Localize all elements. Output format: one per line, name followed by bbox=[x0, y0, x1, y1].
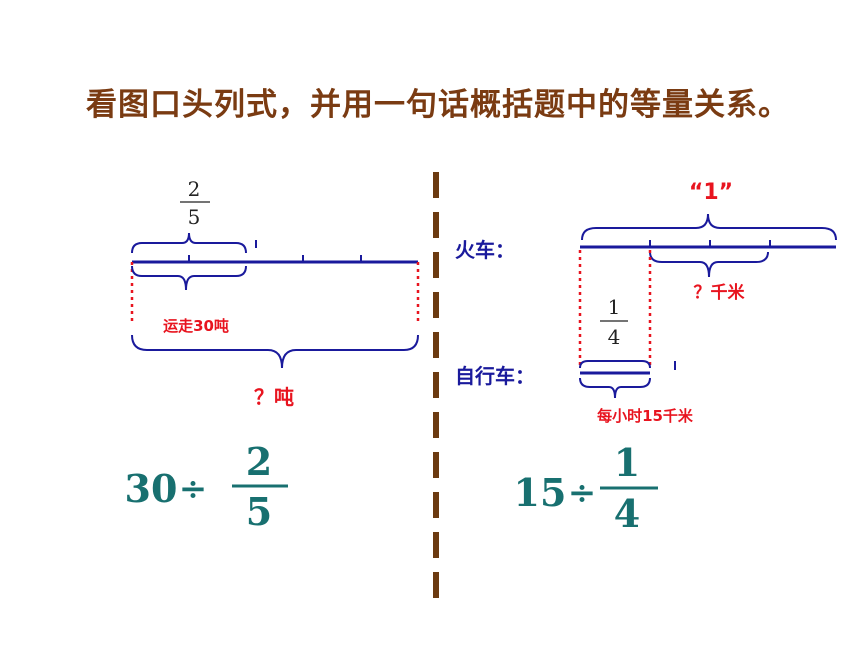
left-fraction-denominator: 5 bbox=[188, 205, 201, 229]
right-expression-numerator: 1 bbox=[614, 440, 640, 485]
left-fraction-numerator: 2 bbox=[188, 177, 201, 201]
left-total-label: ？吨 bbox=[254, 385, 294, 409]
problem-title: 看图口头列式，并用一句话概括题中的等量关系。 bbox=[86, 87, 790, 123]
bike-bottom-brace bbox=[579, 377, 651, 399]
right-fraction-denominator: 4 bbox=[608, 325, 621, 349]
right-expression-denominator: 4 bbox=[614, 491, 640, 536]
left-expression: 30 ÷ 2 5 bbox=[125, 439, 288, 534]
train-unknown-label: ？千米 bbox=[694, 282, 746, 303]
left-total-brace bbox=[131, 334, 419, 369]
left-expression-whole: 30 bbox=[125, 466, 178, 511]
left-diagram: 2 5 运走30吨 ？吨 30 ÷ 2 5 bbox=[125, 177, 420, 534]
unit-one-label: “1” bbox=[689, 180, 733, 205]
bike-brace-label: 每小时15千米 bbox=[597, 407, 694, 425]
right-diagram: “1” 火车： ？千米 1 4 自行车： 每小时15千米 15 ÷ 1 bbox=[455, 180, 837, 536]
bike-top-brace bbox=[579, 360, 651, 369]
right-expression: 15 ÷ 1 4 bbox=[514, 440, 658, 536]
right-expression-whole: 15 bbox=[514, 470, 567, 515]
left-expression-denominator: 5 bbox=[246, 489, 272, 534]
left-small-brace bbox=[131, 265, 247, 291]
left-expression-op: ÷ bbox=[179, 469, 208, 509]
right-expression-op: ÷ bbox=[568, 473, 597, 513]
left-top-brace bbox=[131, 232, 247, 254]
left-brace-label: 运走30吨 bbox=[163, 317, 229, 335]
train-bottom-brace bbox=[649, 251, 769, 278]
bike-label: 自行车： bbox=[455, 364, 535, 388]
right-top-brace bbox=[581, 213, 837, 241]
left-expression-numerator: 2 bbox=[246, 439, 272, 484]
train-label: 火车： bbox=[455, 238, 515, 262]
right-fraction-numerator: 1 bbox=[608, 295, 621, 319]
